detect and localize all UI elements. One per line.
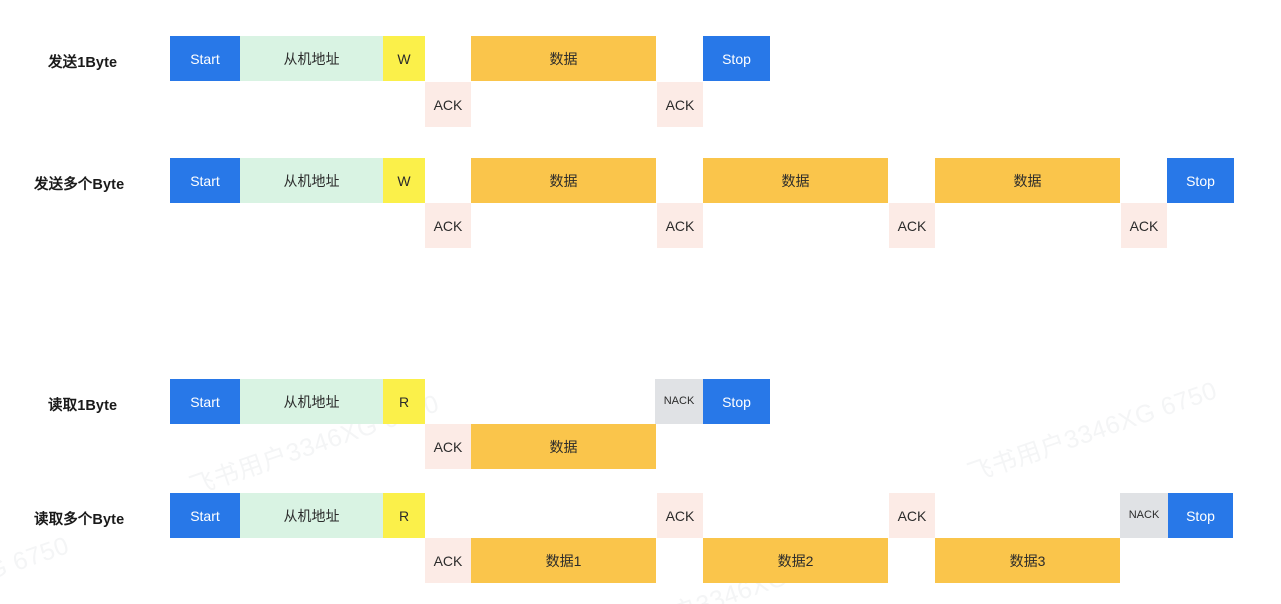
block-ack-r4-8: ACK <box>889 493 935 538</box>
row-label-4: 读取多个Byte <box>34 512 125 528</box>
block-addr-r1-2: 从机地址 <box>240 36 383 81</box>
block-rw-r4-3: R <box>383 493 425 538</box>
watermark-text: 飞书用户3346XG 6750 <box>964 376 1221 489</box>
block-rw-r3-3: R <box>383 379 425 424</box>
block-ack-r3-4: ACK <box>425 424 471 469</box>
block-data-r4-9: 数据3 <box>935 538 1120 583</box>
block-rw-r2-3: W <box>383 158 425 203</box>
block-addr-r4-2: 从机地址 <box>240 493 383 538</box>
block-ack-r2-8: ACK <box>889 203 935 248</box>
block-stop-r4-11: Stop <box>1168 493 1233 538</box>
block-addr-r2-2: 从机地址 <box>240 158 383 203</box>
block-ack-r2-4: ACK <box>425 203 471 248</box>
block-ack-r4-6: ACK <box>657 493 703 538</box>
block-start-r2-1: Start <box>170 158 240 203</box>
block-data-r3-5: 数据 <box>471 424 656 469</box>
block-ack-r1-6: ACK <box>657 82 703 127</box>
block-nack-r4-10: NACK <box>1120 493 1168 538</box>
block-stop-r2-11: Stop <box>1167 158 1234 203</box>
block-stop-r3-7: Stop <box>703 379 770 424</box>
block-data-r4-7: 数据2 <box>703 538 888 583</box>
block-ack-r4-4: ACK <box>425 538 471 583</box>
row-label-1: 发送1Byte <box>48 55 118 71</box>
block-ack-r2-6: ACK <box>657 203 703 248</box>
block-nack-r3-6: NACK <box>655 379 703 424</box>
block-start-r3-1: Start <box>170 379 240 424</box>
block-ack-r1-4: ACK <box>425 82 471 127</box>
block-data-r2-7: 数据 <box>703 158 888 203</box>
block-start-r4-1: Start <box>170 493 240 538</box>
row-label-3: 读取1Byte <box>48 398 118 414</box>
block-data-r4-5: 数据1 <box>471 538 656 583</box>
block-start-r1-1: Start <box>170 36 240 81</box>
block-rw-r1-3: W <box>383 36 425 81</box>
block-data-r2-5: 数据 <box>471 158 656 203</box>
block-data-r2-9: 数据 <box>935 158 1120 203</box>
block-data-r1-5: 数据 <box>471 36 656 81</box>
block-addr-r3-2: 从机地址 <box>240 379 383 424</box>
watermark-text: 飞书用户3346XG 6750 <box>0 531 73 604</box>
row-label-2: 发送多个Byte <box>34 177 125 193</box>
block-ack-r2-10: ACK <box>1121 203 1167 248</box>
block-stop-r1-7: Stop <box>703 36 770 81</box>
